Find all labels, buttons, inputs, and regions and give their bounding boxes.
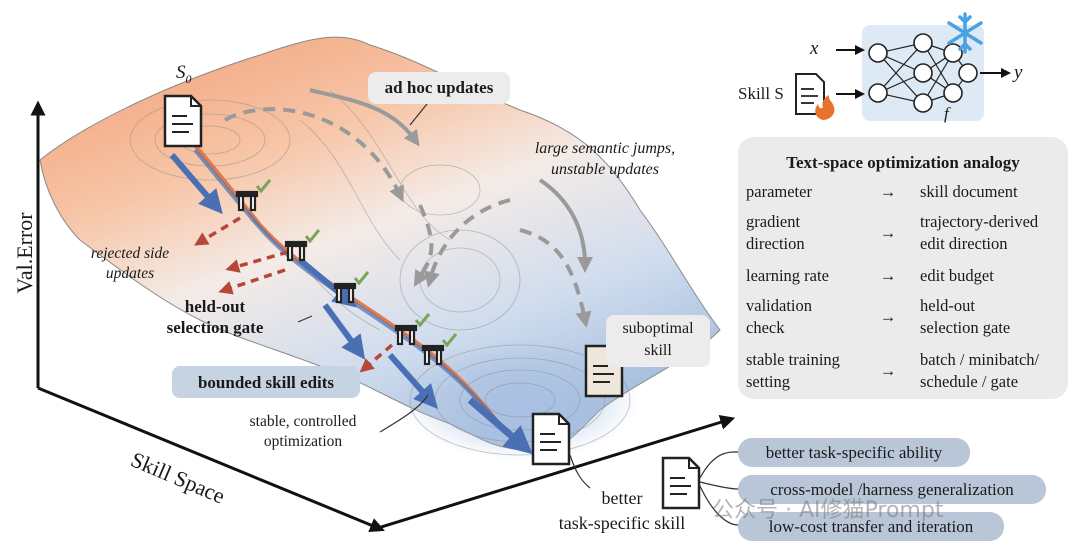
analogy-left: gradient direction bbox=[746, 212, 805, 253]
bounded-edits-box bbox=[172, 366, 360, 398]
analogy-title: Text-space optimization analogy bbox=[786, 153, 1020, 172]
bounded-edits-label: bounded skill edits bbox=[197, 373, 335, 392]
rejected-arrow-3 bbox=[218, 268, 286, 295]
snowflake-icon bbox=[947, 12, 983, 54]
jump-arrow-1 bbox=[424, 198, 511, 288]
ad-hoc-arrows bbox=[224, 88, 593, 328]
ad-hoc-solid bbox=[309, 88, 420, 147]
gate-icon bbox=[421, 333, 458, 366]
benefit-pill: low-cost transfer and iteration bbox=[738, 512, 1004, 541]
benefit-pill: cross-model /harness generalization bbox=[738, 475, 1046, 504]
network-f-label: f bbox=[944, 104, 949, 123]
benefit-pill: better task-specific ability bbox=[738, 438, 970, 467]
analogy-right: skill document bbox=[920, 182, 1018, 201]
document-icon bbox=[661, 456, 701, 510]
suboptimal-box bbox=[606, 315, 710, 367]
ad-hoc-arrow-1 bbox=[224, 107, 404, 203]
selection-gates bbox=[235, 179, 458, 366]
edit-arrow-3 bbox=[322, 303, 366, 360]
jump-solid bbox=[538, 178, 593, 273]
analogy-right: held-out selection gate bbox=[920, 296, 1011, 337]
rejected-arrow-1 bbox=[193, 216, 241, 246]
analogy-left: learning rate bbox=[746, 266, 829, 285]
analogy-right: batch / minibatch/ schedule / gate bbox=[920, 350, 1040, 391]
analogy-left: validation check bbox=[746, 296, 812, 337]
analogy-left: stable training setting bbox=[746, 350, 840, 391]
gate-icon bbox=[284, 229, 321, 262]
analogy-right: trajectory-derived edit direction bbox=[920, 212, 1039, 253]
network-x-label: x bbox=[810, 38, 819, 59]
edit-arrow-1 bbox=[169, 153, 223, 215]
start-label: S0 bbox=[176, 62, 192, 86]
better-skill-label: better task-specific skill bbox=[558, 488, 686, 533]
analogy-right: edit budget bbox=[920, 266, 994, 285]
x-axis-line bbox=[37, 386, 385, 533]
analogy-panel: Text-space optimization analogy paramete… bbox=[738, 137, 1068, 399]
z-axis-line bbox=[377, 415, 736, 530]
arrow-icon: → bbox=[879, 266, 897, 285]
document-icon bbox=[531, 412, 571, 466]
arrow-icon: → bbox=[879, 223, 897, 242]
jumps-label: large semantic jumps, unstable updates bbox=[534, 140, 676, 178]
network-diagram bbox=[795, 12, 1011, 121]
connector-lines bbox=[297, 103, 739, 526]
arrow-icon: → bbox=[879, 361, 897, 380]
analogy-left: parameter bbox=[746, 182, 812, 201]
ad-hoc-arrow-2 bbox=[413, 204, 434, 287]
arrow-icon: → bbox=[879, 307, 897, 326]
gate-label: held-out selection gate bbox=[166, 297, 264, 337]
ad-hoc-updates-label: ad hoc updates bbox=[384, 78, 494, 97]
watermark: 公众号 · AI修猫Prompt bbox=[712, 498, 944, 523]
rejected-arrow-2 bbox=[225, 250, 289, 273]
flame-icon bbox=[815, 95, 835, 120]
network-skill-label: Skill S bbox=[738, 84, 784, 103]
arrow-icon: → bbox=[879, 182, 897, 201]
document-icon bbox=[795, 73, 825, 115]
jump-arrow-2 bbox=[519, 228, 592, 328]
network-y-label: y bbox=[1014, 62, 1023, 83]
gate-icon bbox=[333, 271, 370, 304]
descent-path bbox=[169, 143, 533, 455]
gate-icon bbox=[394, 313, 431, 346]
suboptimal-label: suboptimal skill bbox=[622, 320, 694, 359]
ad-hoc-updates-box bbox=[368, 72, 510, 104]
y-axis-label: Val.Error bbox=[12, 212, 37, 294]
axes bbox=[30, 100, 736, 533]
document-icon bbox=[163, 94, 203, 148]
gate-icon bbox=[235, 179, 272, 212]
edit-arrow-5 bbox=[467, 397, 533, 455]
edit-arrow-4 bbox=[387, 353, 438, 409]
rejected-label: rejected side updates bbox=[90, 245, 170, 282]
rejected-arrow-4 bbox=[359, 343, 394, 373]
rejected-arrows bbox=[193, 216, 394, 373]
stable-label: stable, controlled optimization bbox=[249, 413, 357, 450]
